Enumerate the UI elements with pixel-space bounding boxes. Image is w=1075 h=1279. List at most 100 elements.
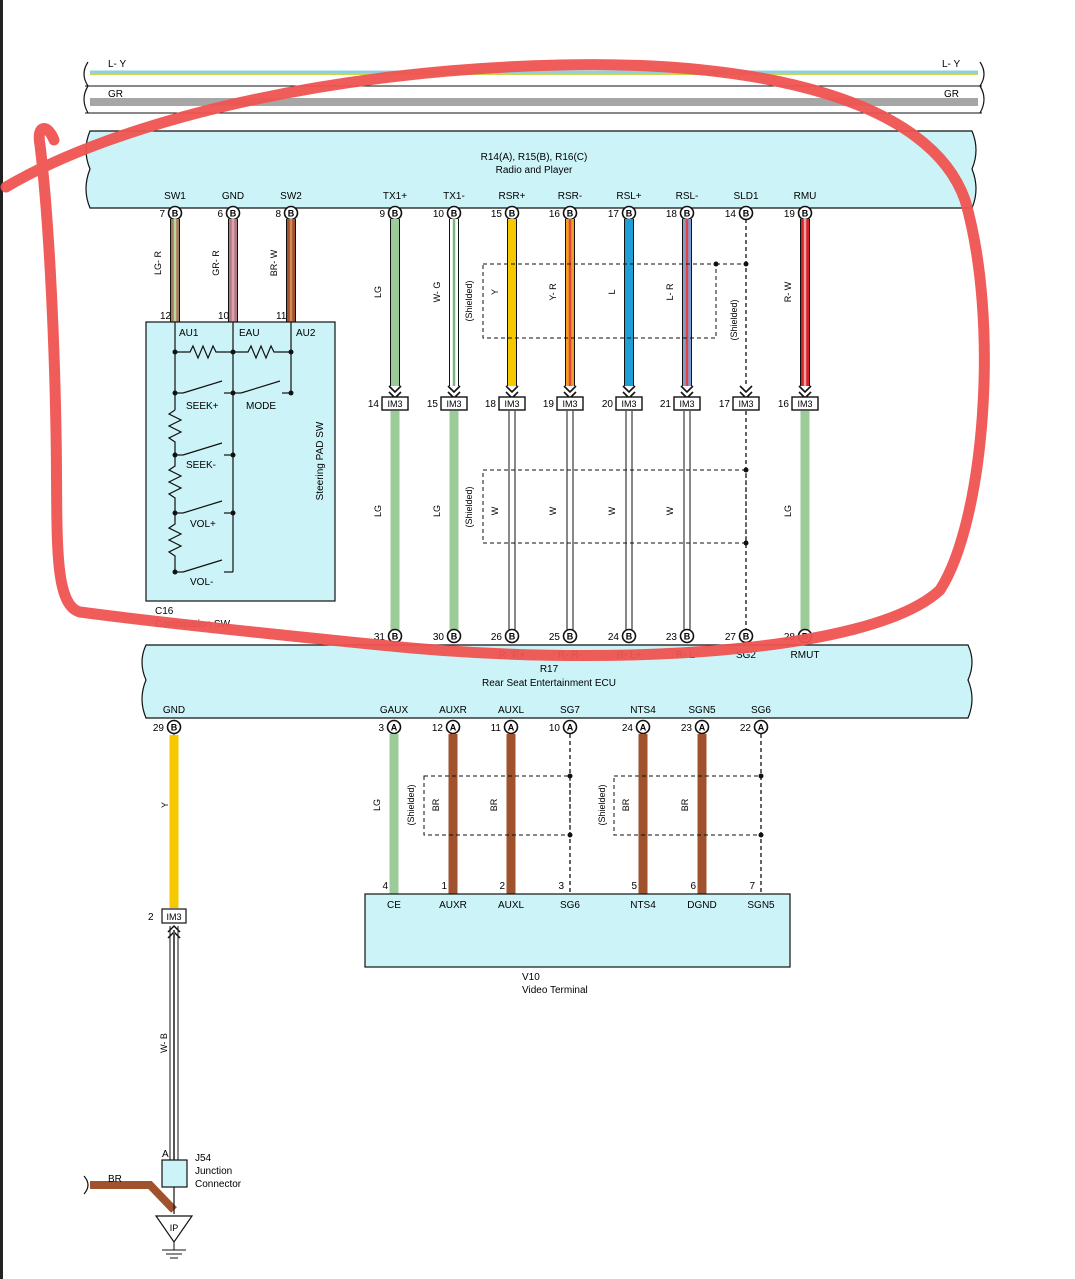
connector-letter: B — [451, 632, 458, 642]
connector-letter: A — [508, 723, 515, 733]
connector-letter: B — [567, 632, 574, 642]
wire-color-label: L- R — [665, 283, 675, 301]
wire-color-label: LG- R — [153, 251, 163, 276]
pin-number: 18 — [666, 209, 678, 220]
im3-label: IM3 — [387, 399, 402, 409]
lower-shields: (Shielded) (Shielded) — [406, 773, 764, 838]
switch-seek-plus: SEEK+ — [186, 401, 219, 412]
red-annotation-circle — [0, 59, 990, 662]
im3-label: IM3 — [562, 399, 577, 409]
wire-color-label: LG — [373, 286, 383, 298]
pin-number: 31 — [374, 632, 386, 643]
rse-ecu-title: R17 — [540, 664, 559, 675]
connector-circle — [753, 719, 769, 735]
rse-bottom-pin-name: NTS4 — [630, 705, 656, 716]
ground-br-label: BR — [108, 1174, 122, 1185]
rse-ecu-name: Rear Seat Entertainment ECU — [482, 678, 616, 689]
junction-line2: Connector — [195, 1179, 242, 1190]
im3-box — [556, 396, 584, 411]
im3-arrow — [739, 385, 753, 400]
connector-circle — [679, 628, 695, 644]
connector-letter: B — [288, 209, 295, 219]
video-pin-name: NTS4 — [630, 900, 656, 911]
im3-label: IM3 — [679, 399, 694, 409]
bus-label-ly-left: L- Y — [108, 59, 126, 70]
radio-pin-name: RSL+ — [616, 191, 641, 202]
im3-pin-number: 14 — [368, 399, 380, 410]
radio-pin-name: SW2 — [280, 191, 302, 202]
shield-label-middle: (Shielded) — [464, 486, 474, 527]
wire-color-label: Y- R — [548, 283, 558, 301]
rse-bottom-pin-name: GND — [163, 705, 185, 716]
connector-letter: B — [684, 209, 691, 219]
steering-pin-10: 10 — [218, 311, 230, 322]
steering-pin-au1: AU1 — [179, 328, 199, 339]
connector-letter: B — [171, 723, 178, 733]
connector-circle — [621, 628, 637, 644]
shield-label-upper-left: (Shielded) — [464, 280, 474, 321]
pin-number: 10 — [549, 723, 561, 734]
pin-number: 11 — [491, 723, 502, 734]
rse-top-pin-name: RMUT — [791, 650, 820, 661]
steering-pad-label: Steering PAD SW — [315, 421, 326, 500]
connector-letter: B — [684, 632, 691, 642]
pin-number: 17 — [608, 209, 620, 220]
bus-label-ly-right: L- Y — [942, 59, 960, 70]
ground-im3-num: 2 — [148, 912, 154, 923]
wire-color-label: BR- W — [269, 249, 279, 276]
steering-pin-au2: AU2 — [296, 328, 316, 339]
rse-bottom-pin-name: AUXR — [439, 705, 467, 716]
pin-number: 24 — [608, 632, 620, 643]
connector-letter: B — [509, 209, 516, 219]
steering-pin-eau: EAU — [239, 328, 260, 339]
shield-box-aux — [423, 775, 571, 836]
switch-vol-minus: VOL- — [190, 577, 213, 588]
im3-pin-number: 16 — [778, 399, 790, 410]
pin-number: 15 — [491, 209, 503, 220]
pin-number: 25 — [549, 632, 561, 643]
im3-arrow — [798, 385, 812, 400]
im3-pin-number: 15 — [427, 399, 439, 410]
im3-label: IM3 — [797, 399, 812, 409]
wire-color-label: W — [665, 506, 675, 515]
pin-number: 14 — [725, 209, 737, 220]
video-connector-name: Video Terminal — [522, 985, 588, 996]
ground-ip-label: IP — [170, 1223, 179, 1233]
ground-wire-wb-label: W- B — [159, 1033, 169, 1053]
wire-color-label: W — [607, 506, 617, 515]
wire-color-label: BR — [621, 798, 631, 811]
connector-letter: B — [743, 632, 750, 642]
im3-box — [615, 396, 643, 411]
im3-box — [791, 396, 819, 411]
video-pin-name: DGND — [687, 900, 716, 911]
im3-label: IM3 — [446, 399, 461, 409]
im3-arrow — [505, 385, 519, 400]
video-pin-number: 7 — [749, 881, 755, 892]
connector-letter: B — [743, 209, 750, 219]
shield-label-nts: (Shielded) — [597, 784, 607, 825]
pin-number: 19 — [784, 209, 796, 220]
video-pin-name: CE — [387, 900, 401, 911]
shield-label-aux: (Shielded) — [406, 784, 416, 825]
rse-bottom-pin-name: GAUX — [380, 705, 409, 716]
bus-label-gr-right: GR — [944, 89, 959, 100]
im3-arrow — [622, 385, 636, 400]
pin-number: 16 — [549, 209, 561, 220]
pin-number: 3 — [378, 723, 384, 734]
im3-box — [381, 396, 409, 411]
wire-color-label: BR — [431, 798, 441, 811]
wire-color-label: BR — [489, 798, 499, 811]
wire-color-label: W — [490, 506, 500, 515]
wire-color-label: LG — [432, 505, 442, 517]
video-pin-name: AUXR — [439, 900, 467, 911]
steering-pin-11: 11 — [276, 311, 287, 322]
rse-top-pin-name: SG2 — [736, 650, 756, 661]
radio-pin-name: RSR+ — [499, 191, 526, 202]
connector-letter: A — [391, 723, 398, 733]
video-pin-number: 1 — [441, 881, 447, 892]
